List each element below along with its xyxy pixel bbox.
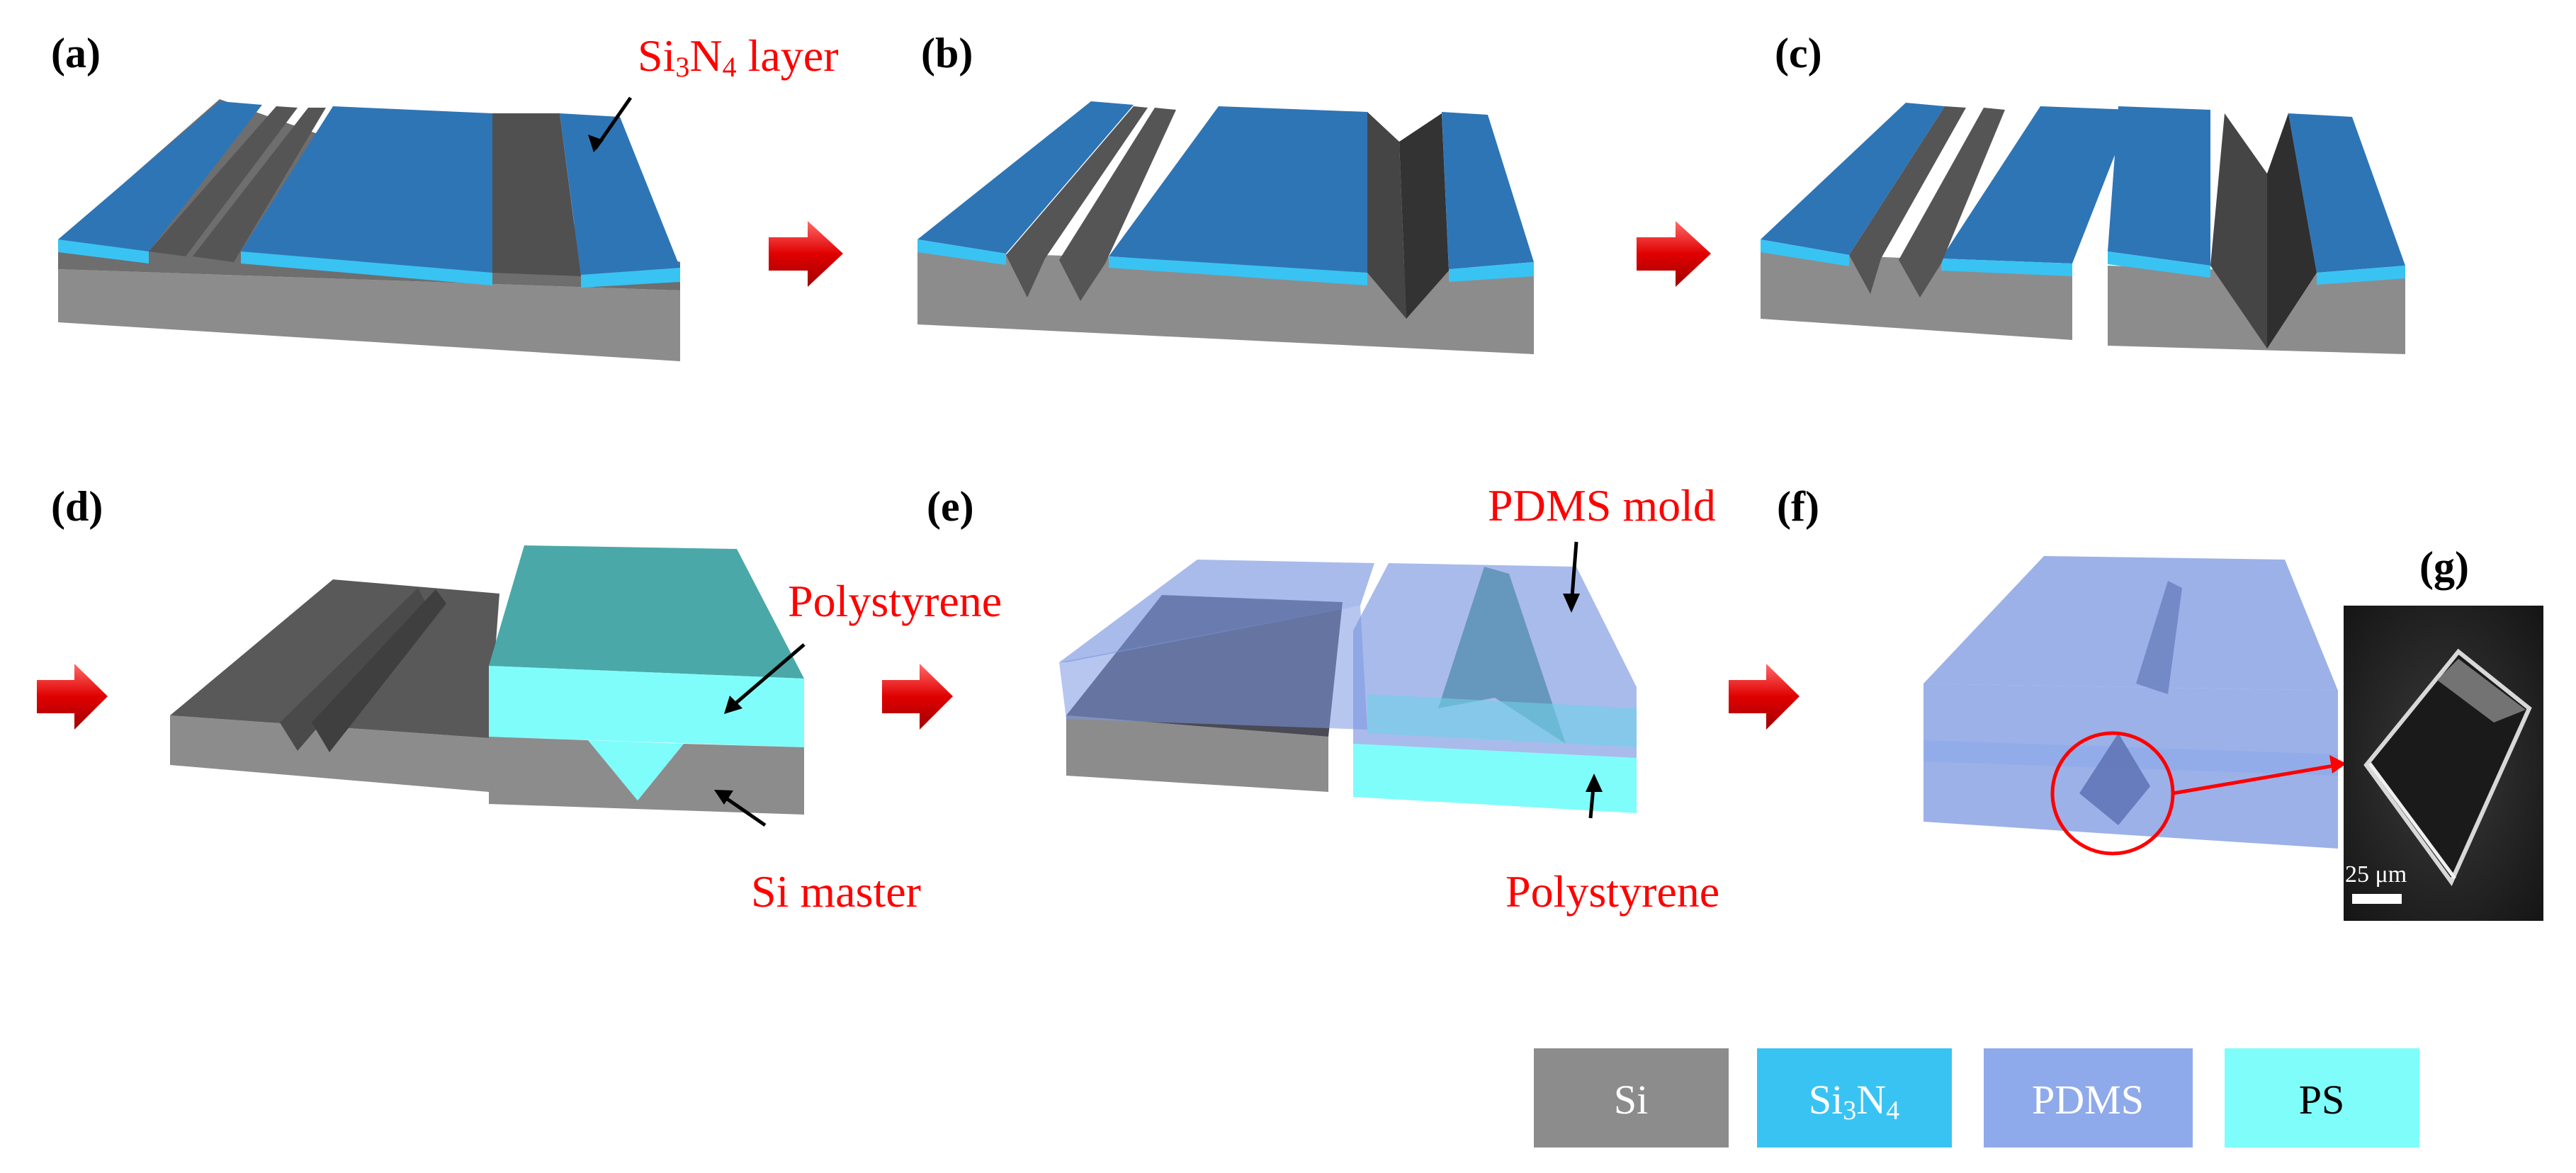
magnification-arrow	[2172, 763, 2339, 795]
v-groove-1	[1849, 106, 1966, 294]
si-master-label: Si master	[751, 866, 921, 917]
si3n4-front-left	[917, 239, 1006, 265]
polystyrene-label-e: Polystyrene	[1506, 866, 1719, 917]
scale-bar	[2352, 894, 2402, 904]
panel-label-c: (c)	[1775, 30, 1822, 76]
si3n4-front-left	[58, 239, 149, 264]
si-ridge-2	[312, 589, 446, 752]
si3n4-top-left	[58, 101, 262, 251]
pdms-left-front	[1059, 606, 1367, 730]
si3n4-top-right	[560, 113, 680, 275]
si3n4-layer-label: Si3N4 layer	[638, 30, 839, 83]
opening-wide	[492, 113, 581, 276]
si3n4-front-right	[581, 268, 680, 288]
si3n4-top-right-of-left	[1941, 106, 2132, 264]
pdms-replica-top	[1923, 556, 2338, 691]
si3n4-top-right-block-a	[2108, 106, 2210, 266]
v-groove-wide-right	[2267, 113, 2317, 348]
panel-g: 25 μm (g)	[2344, 543, 2543, 921]
si-substrate-front	[58, 269, 680, 361]
si3n4-front-mid	[1109, 256, 1367, 285]
si3n4-front-right-b	[2317, 266, 2405, 285]
panel-label-b: (b)	[921, 30, 973, 76]
panel-label-d: (d)	[51, 483, 103, 530]
legend-label-si3n4: Si3N4	[1809, 1077, 1899, 1126]
panel-f: (f)	[1777, 483, 2346, 856]
si-ridge-1	[280, 588, 425, 751]
pdms-ridge-shadow	[2136, 581, 2182, 694]
si3n4-front-left-b	[1941, 259, 2072, 276]
legend-label-ps: PS	[2299, 1077, 2345, 1123]
si3n4-top-mid	[1109, 106, 1367, 273]
pdms-inner-ps	[1367, 694, 1637, 747]
v-groove-2	[1899, 108, 2005, 298]
si3n4-top-right	[1442, 112, 1534, 269]
legend: Si Si3N4 PDMS PS	[1534, 1048, 2419, 1148]
v-groove-1	[1006, 106, 1148, 298]
ps-base	[1353, 744, 1637, 813]
panel-label-g: (g)	[2419, 543, 2469, 590]
process-arrow-d-e	[882, 664, 953, 730]
ps-front	[489, 666, 804, 747]
opening-1	[149, 106, 298, 256]
si3n4-top-left	[917, 101, 1134, 254]
polystyrene-label-d: Polystyrene	[788, 576, 1002, 626]
panel-label-e: (e)	[927, 483, 974, 530]
si3n4-top-left	[1761, 103, 1945, 255]
si3n4-front-right-a	[2108, 251, 2210, 278]
legend-swatch-pdms	[1984, 1048, 2193, 1148]
v-groove-wide-right	[1399, 113, 1449, 319]
si3n4-top-right-block-b	[2288, 113, 2405, 273]
panel-label-f: (f)	[1777, 483, 1819, 530]
legend-label-pdms: PDMS	[2032, 1077, 2144, 1123]
si3n4-front-right	[1449, 262, 1534, 282]
v-groove-2	[1059, 108, 1176, 301]
panel-b: (b)	[917, 30, 1534, 354]
panel-c: (c)	[1761, 30, 2405, 354]
v-groove-wide-left	[2210, 113, 2267, 348]
panel-d: (d) Polystyrene Si master	[51, 483, 1002, 917]
legend-swatch-ps	[2225, 1048, 2419, 1148]
legend-swatch-si3n4	[1757, 1048, 1952, 1148]
sem-pyramid-facet	[2437, 659, 2526, 722]
legend-label-si: Si	[1614, 1077, 1648, 1123]
v-groove-wide-left	[1367, 112, 1406, 319]
pdms-left-top	[1059, 560, 1374, 662]
process-arrow-e-f	[1729, 664, 1800, 730]
scale-bar-label: 25 μm	[2345, 861, 2407, 888]
process-arrow-into-d	[37, 664, 108, 730]
pdms-mold-label: PDMS mold	[1488, 480, 1716, 531]
si3n4-top-mid	[241, 106, 492, 273]
legend-swatch-si	[1534, 1048, 1729, 1148]
pdms-pyramid	[2079, 733, 2150, 825]
opening-2	[193, 108, 326, 262]
si-master-front	[170, 715, 489, 792]
process-arrow-a-b	[769, 221, 843, 287]
process-arrow-b-c	[1637, 221, 1711, 287]
ps-v-tip	[588, 740, 684, 800]
si-block-left-front	[1761, 251, 2072, 340]
pdms-v-ridge	[1438, 567, 1566, 744]
panel-a: (a) Si3N4 layer	[51, 30, 839, 361]
panel-e: (e) PDMS mold Polystyrene	[927, 480, 1719, 917]
panel-label-a: (a)	[51, 30, 101, 76]
si-master-front	[1066, 715, 1328, 792]
si3n4-front-left	[1761, 239, 1849, 266]
ps-top	[489, 545, 804, 679]
si3n4-front-mid	[241, 251, 492, 285]
